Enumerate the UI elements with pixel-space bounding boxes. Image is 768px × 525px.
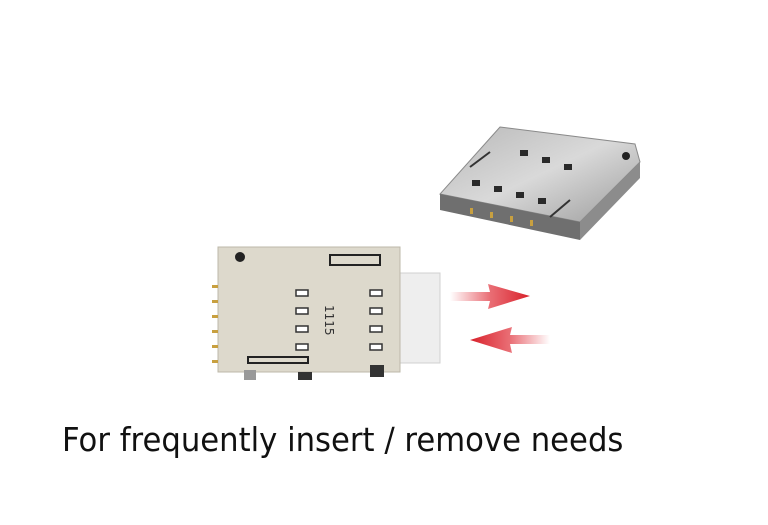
sim-connector-angled-image: [439, 126, 641, 240]
marking-text: 1115: [322, 305, 336, 336]
caption-text: For frequently insert / remove needs: [62, 420, 624, 459]
sim-connector-front-image: 1115: [212, 246, 441, 380]
remove-arrow-icon: [470, 327, 550, 353]
insert-arrow-icon: [450, 284, 530, 309]
